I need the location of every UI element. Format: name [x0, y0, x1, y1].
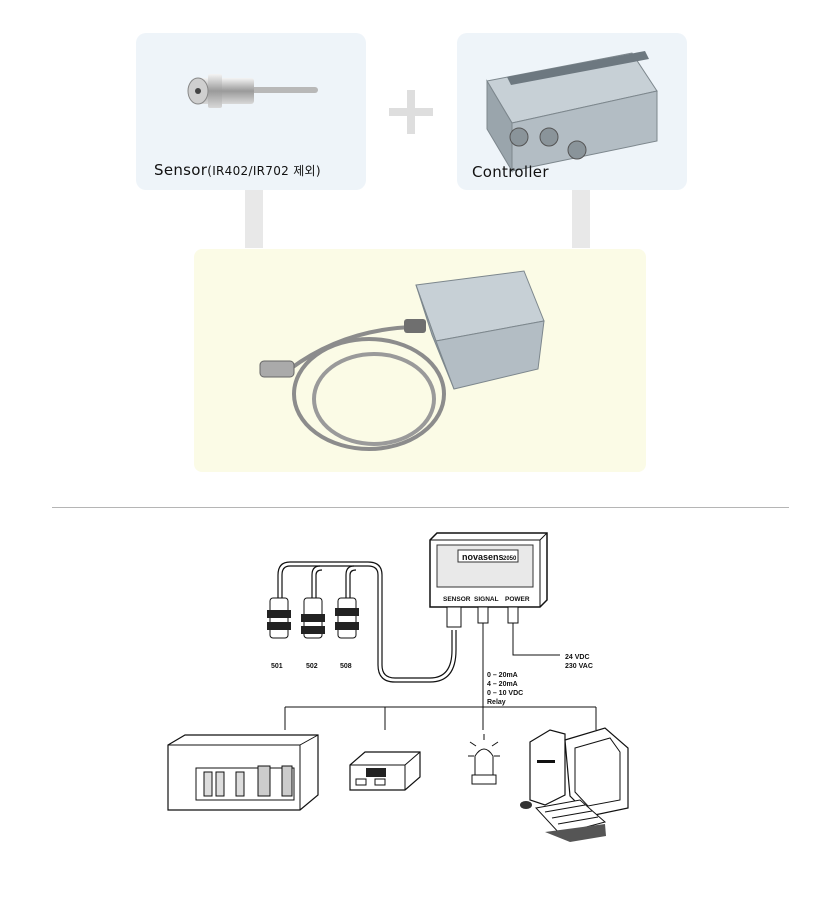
section-divider	[52, 507, 789, 508]
brand-text: novasens	[462, 552, 504, 562]
sensor-508	[335, 597, 359, 639]
controller-box: novasens 2050 SENSOR SIGNAL POWER	[429, 532, 548, 608]
signal-output-0-20ma: 0 – 20mA	[487, 672, 518, 679]
sensor-model-502: 502	[306, 663, 318, 670]
sensor-model-508: 508	[340, 663, 352, 670]
signal-output-4-20ma: 4 – 20mA	[487, 681, 518, 688]
sensor-502	[301, 597, 325, 639]
wiring-diagram: novasens 2050 SENSOR SIGNAL POWER 501 50…	[167, 532, 629, 842]
sensor-label: Sensor	[154, 161, 208, 179]
signal-output-relay: Relay	[487, 699, 506, 706]
connector-right	[572, 190, 590, 248]
connector-left	[245, 190, 263, 248]
port-label-signal: SIGNAL	[474, 596, 499, 603]
power-port	[507, 606, 519, 624]
combined-product-image	[259, 270, 545, 451]
port-label-power: POWER	[505, 596, 530, 603]
rack-panel-device	[167, 734, 319, 811]
controller-card: Controller	[457, 33, 687, 190]
sensor-port	[446, 606, 462, 628]
brand-model-text: 2050	[503, 556, 517, 562]
sensor-501	[267, 597, 291, 639]
sensor-model-501: 501	[271, 663, 283, 670]
warning-lamp-icon	[468, 734, 500, 785]
port-label-sensor: SENSOR	[443, 596, 471, 603]
computer-icon	[520, 727, 629, 842]
controller-image	[486, 51, 658, 173]
power-line-230vac: 230 VAC	[565, 663, 593, 670]
sensor-image	[187, 74, 318, 108]
sensor-note: (IR402/IR702 제외)	[207, 164, 321, 178]
power-line-24vdc: 24 VDC	[565, 654, 590, 661]
sensor-card: Sensor(IR402/IR702 제외)	[136, 33, 366, 190]
plus-icon	[389, 90, 433, 134]
controller-label: Controller	[472, 163, 549, 181]
signal-output-0-10vdc: 0 – 10 VDC	[487, 690, 523, 697]
signal-port	[477, 606, 489, 624]
display-unit-device	[349, 751, 421, 791]
combined-product-panel	[194, 249, 646, 472]
